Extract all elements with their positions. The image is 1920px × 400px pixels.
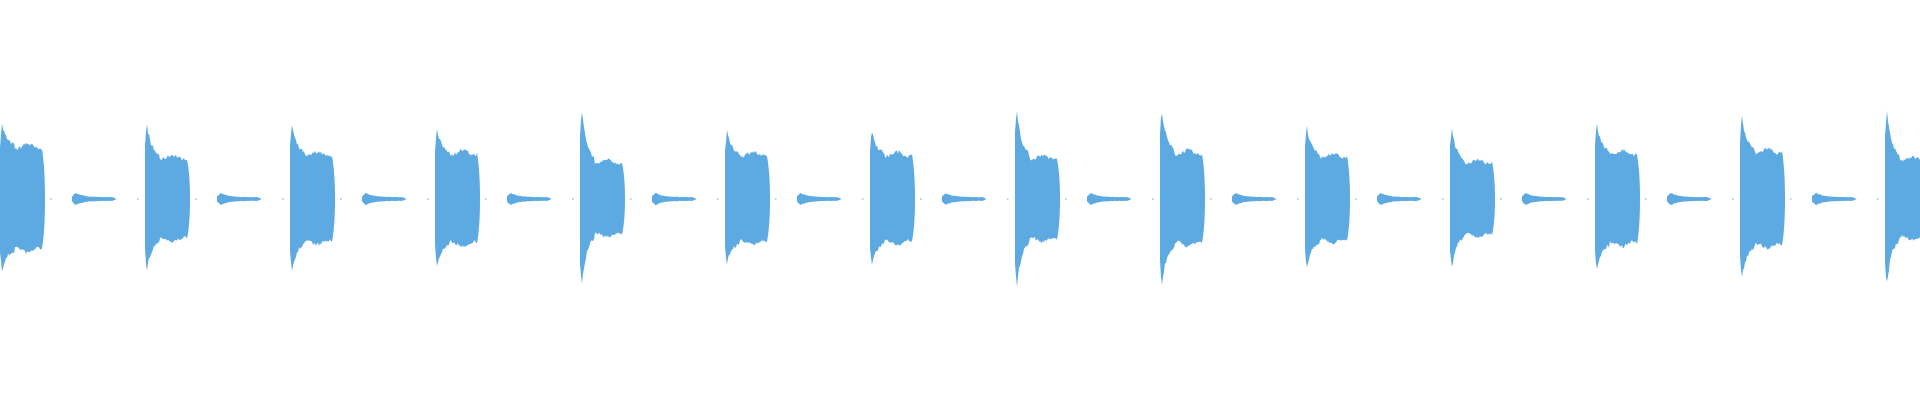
waveform-burst-soft-4 [652,192,696,206]
waveform-burst-soft-6 [942,193,986,205]
waveform-tick [1065,198,1067,200]
waveform-tick [1355,198,1357,200]
waveform-tick [427,198,429,200]
waveform-burst-soft-5 [797,193,841,205]
waveform-tick [775,198,777,200]
waveform-tick [1297,198,1299,200]
waveform-tick [1877,198,1879,200]
waveform-tick [1007,198,1009,200]
waveform-tick [630,198,632,200]
waveform-tick [282,198,284,200]
waveform-burst-loud-4 [580,112,625,284]
waveform-burst-soft-11 [1667,193,1711,205]
waveform-tick [485,198,487,200]
waveform-burst-loud-9 [1305,125,1350,268]
waveform-burst-loud-7 [1015,111,1060,287]
waveform-burst-soft-12 [1812,192,1856,206]
waveform-tick [1587,198,1589,200]
waveform-tick [195,198,197,200]
waveform-tick [1442,198,1444,200]
waveform-tick [340,198,342,200]
waveform-burst-loud-13 [1885,110,1920,282]
waveform-burst-loud-5 [725,129,770,265]
waveform-tick [1790,198,1792,200]
waveform-burst-loud-1 [145,124,190,271]
waveform-group [0,110,1920,287]
waveform-burst-soft-0 [72,193,116,205]
waveform-tick [572,198,574,200]
waveform-burst-loud-10 [1450,128,1495,267]
waveform-burst-loud-12 [1740,115,1785,277]
waveform-burst-soft-1 [217,192,261,206]
waveform-burst-soft-7 [1087,192,1131,206]
waveform-tick [1210,198,1212,200]
waveform-tick [1732,198,1734,200]
waveform-burst-soft-10 [1522,193,1566,205]
waveform-burst-soft-9 [1377,193,1421,205]
waveform-burst-loud-6 [870,132,915,265]
waveform-tick [1152,198,1154,200]
waveform-burst-loud-2 [290,125,335,271]
waveform-tick [1500,198,1502,200]
waveform-burst-loud-0 [0,123,45,272]
waveform-burst-soft-2 [362,192,406,206]
waveform-tick [137,198,139,200]
waveform-burst-soft-3 [507,193,551,205]
waveform-tick [862,198,864,200]
waveform-tick [50,198,52,200]
waveform-burst-loud-11 [1595,123,1640,269]
waveform-tick [920,198,922,200]
waveform-burst-loud-3 [435,129,480,267]
waveform-burst-soft-8 [1232,193,1276,205]
waveform-tick [1645,198,1647,200]
waveform-burst-loud-8 [1160,114,1205,285]
waveform-tick [717,198,719,200]
